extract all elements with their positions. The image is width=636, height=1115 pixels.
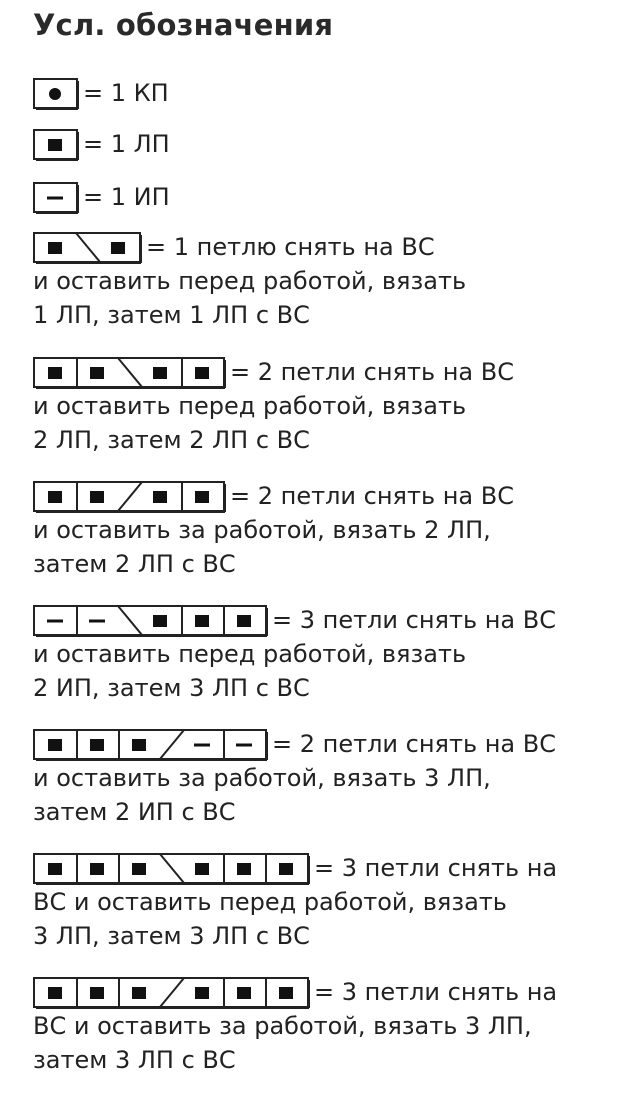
stitch-symbol <box>33 729 268 761</box>
purl-square-icon <box>48 367 62 379</box>
purl-square-icon <box>48 139 62 151</box>
purl-square-icon <box>90 987 104 999</box>
purl-square-icon <box>90 863 104 875</box>
knit-dot-icon <box>49 88 61 100</box>
legend-equals-text: = 2 петли снять на ВС <box>272 730 556 758</box>
cross-line <box>159 853 185 884</box>
dash-icon <box>47 619 63 623</box>
purl-square-icon <box>237 615 251 627</box>
stitch-symbol <box>33 357 226 389</box>
legend-equals-text: = 3 петли снять на ВС <box>272 606 556 634</box>
purl-square-icon <box>48 491 62 503</box>
legend-symbol <box>33 78 79 114</box>
cross-line <box>75 232 101 263</box>
purl-square-icon <box>153 491 167 503</box>
legend-description-line: ВС и оставить перед работой, вязать <box>33 888 507 916</box>
dash-icon <box>47 196 63 200</box>
dash-icon <box>194 743 210 747</box>
legend-description-line: затем 2 ИП с ВС <box>33 798 236 826</box>
purl-square-icon <box>48 987 62 999</box>
stitch-symbol <box>33 481 226 513</box>
legend-description-line: 3 ЛП, затем 3 ЛП с ВС <box>33 922 310 950</box>
purl-square-icon <box>48 863 62 875</box>
legend-equals-text: = 1 ЛП <box>83 130 170 158</box>
purl-square-icon <box>279 863 293 875</box>
legend-symbol <box>33 729 268 765</box>
stitch-symbol <box>33 182 79 214</box>
stitch-symbol <box>33 977 310 1009</box>
legend-equals-text: = 3 петли снять на <box>314 854 558 882</box>
legend-description-line: и оставить за работой, вязать 3 ЛП, <box>33 764 491 792</box>
purl-square-icon <box>90 491 104 503</box>
purl-square-icon <box>153 367 167 379</box>
purl-square-icon <box>195 367 209 379</box>
legend-description-line: затем 3 ЛП с ВС <box>33 1046 236 1074</box>
purl-square-icon <box>195 491 209 503</box>
legend-equals-text: = 1 ИП <box>83 183 170 211</box>
purl-square-icon <box>195 987 209 999</box>
legend-equals-text: = 1 КП <box>83 79 169 107</box>
purl-square-icon <box>48 242 62 254</box>
purl-square-icon <box>90 739 104 751</box>
legend-description-line: 2 ИП, затем 3 ЛП с ВС <box>33 674 310 702</box>
legend-symbol <box>33 232 142 268</box>
cross-line <box>159 977 185 1008</box>
legend-symbol <box>33 977 310 1013</box>
dash-icon <box>236 743 252 747</box>
legend-description-line: и оставить за работой, вязать 2 ЛП, <box>33 516 491 544</box>
stitch-symbol <box>33 78 79 110</box>
purl-square-icon <box>132 863 146 875</box>
legend-description-line: 2 ЛП, затем 2 ЛП с ВС <box>33 426 310 454</box>
legend-symbol <box>33 481 226 517</box>
purl-square-icon <box>195 615 209 627</box>
stitch-symbol <box>33 232 142 264</box>
legend-description-line: ВС и оставить за работой, вязать 3 ЛП, <box>33 1012 532 1040</box>
cross-line <box>117 605 143 636</box>
legend-equals-text: = 3 петли снять на <box>314 978 558 1006</box>
stitch-symbol <box>33 853 310 885</box>
purl-square-icon <box>279 987 293 999</box>
stitch-symbol <box>33 129 79 161</box>
legend-description-line: 1 ЛП, затем 1 ЛП с ВС <box>33 301 310 329</box>
stitch-symbol <box>33 605 268 637</box>
legend-symbol <box>33 605 268 641</box>
cross-line <box>117 357 143 388</box>
legend-description-line: и оставить перед работой, вязать <box>33 392 467 420</box>
purl-square-icon <box>237 863 251 875</box>
dash-icon <box>89 619 105 623</box>
purl-square-icon <box>195 863 209 875</box>
purl-square-icon <box>48 739 62 751</box>
legend-symbol <box>33 357 226 393</box>
legend-equals-text: = 1 петлю снять на ВС <box>146 233 435 261</box>
purl-square-icon <box>90 367 104 379</box>
purl-square-icon <box>111 242 125 254</box>
purl-square-icon <box>132 987 146 999</box>
legend-equals-text: = 2 петли снять на ВС <box>230 358 514 386</box>
legend-description-line: затем 2 ЛП с ВС <box>33 550 236 578</box>
purl-square-icon <box>132 739 146 751</box>
cross-line <box>159 729 185 760</box>
legend-symbol <box>33 182 79 218</box>
legend-description-line: и оставить перед работой, вязать <box>33 640 467 668</box>
legend-equals-text: = 2 петли снять на ВС <box>230 482 514 510</box>
cross-line <box>117 481 143 512</box>
purl-square-icon <box>153 615 167 627</box>
legend-description-line: и оставить перед работой, вязать <box>33 267 467 295</box>
legend-symbol <box>33 853 310 889</box>
legend-symbol <box>33 129 79 165</box>
page-title: Усл. обозначения <box>33 8 334 42</box>
purl-square-icon <box>237 987 251 999</box>
